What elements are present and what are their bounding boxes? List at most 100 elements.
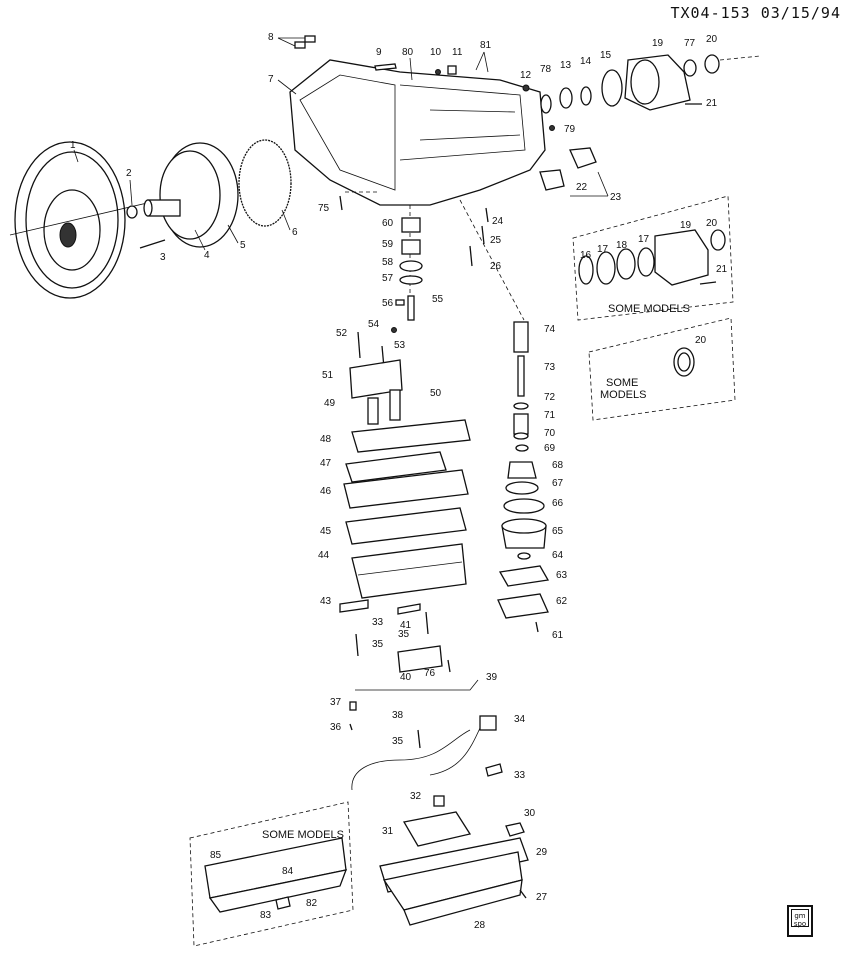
oil-pan-28 (382, 851, 523, 926)
callout-82: 82 (306, 898, 318, 909)
callout-67: 67 (552, 478, 564, 489)
callout-8: 8 (268, 32, 274, 43)
callout-73: 73 (544, 362, 556, 373)
callout-60: 60 (382, 218, 394, 229)
callout-46: 46 (320, 486, 332, 497)
callout-59: 59 (382, 239, 394, 250)
callout-62: 62 (556, 596, 568, 607)
extension-housing (624, 54, 691, 111)
callout-2: 2 (126, 168, 132, 179)
callout-65: 65 (552, 526, 564, 537)
callout-20b: 20 (706, 218, 718, 229)
logo-gm: gm (794, 912, 806, 920)
callout-1: 1 (70, 140, 76, 151)
callout-21b: 21 (716, 264, 728, 275)
callout-45: 45 (320, 526, 332, 537)
callout-52: 52 (336, 328, 348, 339)
pump-gasket-6 (238, 139, 292, 227)
some-models-caption-3: SOME MODELS (262, 829, 344, 841)
callout-34: 34 (514, 714, 526, 725)
accumulator-spring-74 (513, 321, 529, 353)
callout-27: 27 (536, 892, 548, 903)
callout-58: 58 (382, 257, 394, 268)
callout-16: 16 (580, 250, 592, 261)
callout-25: 25 (490, 235, 502, 246)
torque-converter (9, 141, 161, 299)
callout-32: 32 (410, 791, 422, 802)
callout-35c: 35 (392, 736, 404, 747)
callout-66: 66 (552, 498, 564, 509)
servo-piston-60 (401, 217, 421, 233)
callout-7: 7 (268, 74, 274, 85)
callout-72: 72 (544, 392, 556, 403)
callout-24: 24 (492, 216, 504, 227)
callout-12: 12 (520, 70, 532, 81)
callout-71: 71 (544, 410, 556, 421)
callout-75: 75 (318, 203, 330, 214)
callout-55: 55 (432, 294, 444, 305)
gasket-63 (498, 565, 550, 587)
callout-38: 38 (392, 710, 404, 721)
callout-19b: 19 (680, 220, 692, 231)
some-models-box-seal (588, 317, 736, 421)
callout-33a: 33 (372, 617, 384, 628)
callout-77: 77 (684, 38, 696, 49)
callout-17a: 17 (597, 244, 609, 255)
some-models-caption-2b: MODELS (600, 389, 646, 401)
callout-81: 81 (480, 40, 492, 51)
callout-68: 68 (552, 460, 564, 471)
callout-54: 54 (368, 319, 380, 330)
callout-47: 47 (320, 458, 332, 469)
callout-43: 43 (320, 596, 332, 607)
callout-70: 70 (544, 428, 556, 439)
callout-33b: 33 (514, 770, 526, 781)
callout-29: 29 (536, 847, 548, 858)
callout-83: 83 (260, 910, 272, 921)
wiring-harness-34 (351, 715, 497, 791)
callout-79: 79 (564, 124, 576, 135)
callout-35b: 35 (398, 629, 410, 640)
callout-4: 4 (204, 250, 210, 261)
servo-cover-62 (497, 593, 549, 619)
callout-53: 53 (394, 340, 406, 351)
callout-37: 37 (330, 697, 342, 708)
callout-63: 63 (556, 570, 568, 581)
callout-57: 57 (382, 273, 394, 284)
callout-31: 31 (382, 826, 394, 837)
transmission-filter-31 (402, 811, 472, 847)
callout-61: 61 (552, 630, 564, 641)
callout-76: 76 (424, 668, 436, 679)
callout-22: 22 (576, 182, 588, 193)
callout-9: 9 (376, 47, 382, 58)
callout-40: 40 (400, 672, 412, 683)
callout-41: 41 (400, 620, 412, 631)
callout-80: 80 (402, 47, 414, 58)
callout-19: 19 (652, 38, 664, 49)
callout-56: 56 (382, 298, 394, 309)
callout-21: 21 (706, 98, 718, 109)
callout-64: 64 (552, 550, 564, 561)
some-models-box-rear-seals (572, 195, 734, 321)
callout-3: 3 (160, 252, 166, 263)
some-models-box-deep-pan (189, 801, 354, 947)
callout-30: 30 (524, 808, 536, 819)
control-valve-body-44 (351, 543, 467, 599)
spacer-plate-46 (343, 469, 469, 509)
some-models-caption-1: SOME MODELS (608, 303, 690, 315)
callout-28: 28 (474, 920, 486, 931)
callout-11: 11 (452, 47, 463, 58)
callout-20: 20 (706, 34, 718, 45)
some-models-caption-2a: SOME (606, 377, 638, 389)
callout-39: 39 (486, 672, 498, 683)
logo-spo: spo (793, 920, 807, 928)
callout-51: 51 (322, 370, 334, 381)
callout-13: 13 (560, 60, 572, 71)
callout-18: 18 (616, 240, 628, 251)
spacer-plate-gasket-48 (351, 419, 471, 453)
pressure-switch-assembly-40 (397, 645, 443, 673)
callout-15: 15 (600, 50, 612, 61)
callout-69: 69 (544, 443, 556, 454)
callout-49: 49 (324, 398, 336, 409)
callout-78: 78 (540, 64, 552, 75)
